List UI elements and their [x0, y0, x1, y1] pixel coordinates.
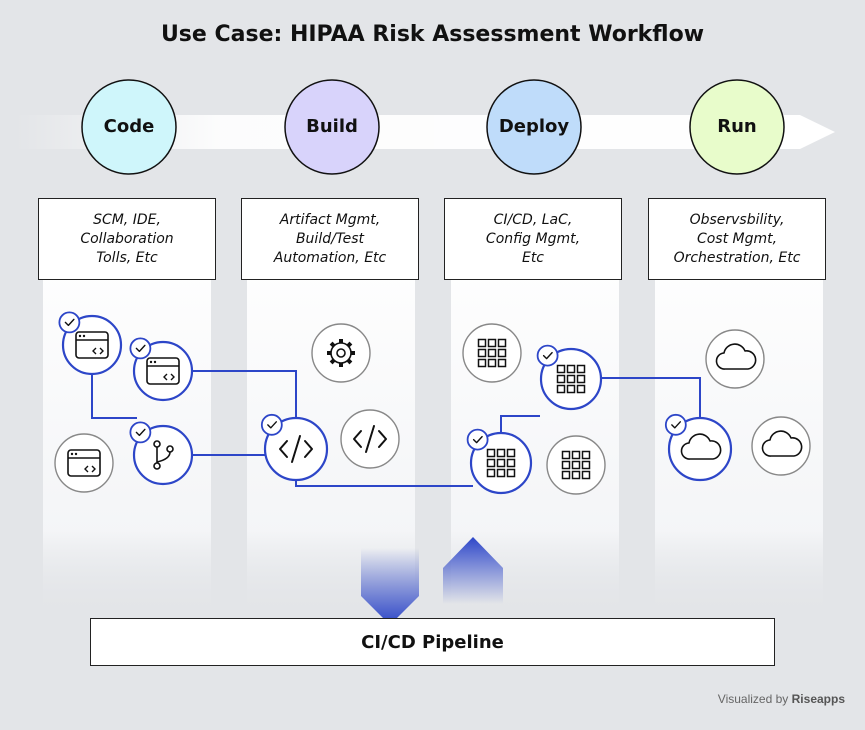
icon-node-circle: [705, 329, 765, 389]
stage-label-deploy: Deploy: [498, 116, 570, 137]
code-window-icon: [54, 433, 114, 493]
description-line: Automation, Etc: [273, 249, 387, 266]
description-line: Artifact Mgmt,: [279, 211, 381, 228]
code-window-icon: [58, 311, 123, 376]
icon-node-circle: [61, 314, 123, 376]
cloud-icon: [664, 413, 733, 482]
grid-icon: [462, 323, 522, 383]
check-badge-icon: [58, 311, 81, 334]
git-branch-icon: [129, 421, 194, 486]
stage-circle-code: [81, 79, 177, 175]
stage-circle-build: [284, 79, 380, 175]
code-window-icon: [129, 337, 194, 402]
code-brackets-icon: [340, 409, 400, 469]
connector-line: [192, 370, 297, 418]
footer-prefix: Visualized by: [717, 692, 789, 706]
stage-label-run: Run: [717, 116, 757, 137]
icon-node-circle: [132, 340, 194, 402]
icon-node-circle: [539, 347, 603, 411]
description-line: Collaboration: [80, 230, 174, 247]
page-title: Use Case: HIPAA Risk Assessment Workflow: [160, 22, 705, 47]
stage-circle-run: [689, 79, 785, 175]
icon-node-circle: [132, 424, 194, 486]
description-line: Orchestration, Etc: [673, 249, 801, 266]
flow-connectors: [91, 370, 701, 487]
icon-node-circle: [667, 416, 733, 482]
description-line: Observsbility,: [689, 211, 785, 228]
description-line: Config Mgmt,: [485, 230, 581, 247]
check-badge-icon: [466, 428, 489, 451]
stage-description-build: Artifact Mgmt, Build/Test Automation, Et…: [241, 198, 419, 280]
description-line: Build/Test: [295, 230, 365, 247]
icon-node-circle: [462, 323, 522, 383]
stage-description-run: Observsbility, Cost Mgmt, Orchestration,…: [648, 198, 826, 280]
check-badge-icon: [664, 413, 687, 436]
check-badge-icon: [260, 413, 283, 436]
cloud-icon: [705, 329, 765, 389]
connector-line: [500, 415, 540, 436]
check-badge-icon: [536, 344, 559, 367]
icon-node-circle: [469, 431, 533, 495]
code-brackets-icon: [260, 413, 329, 482]
pipeline-up-arrow: [443, 537, 503, 604]
stage-circle-deploy: [486, 79, 582, 175]
progress-arrow: [15, 115, 835, 149]
connector-line: [601, 377, 701, 420]
stage-label-code: Code: [103, 116, 155, 137]
grid-icon: [546, 435, 606, 495]
footer-credit: Visualized by Riseapps: [718, 692, 845, 706]
description-line: SCM, IDE,: [93, 211, 161, 228]
icon-nodes: [54, 311, 811, 495]
gear-icon: [311, 323, 371, 383]
description-line: Tolls, Etc: [96, 249, 158, 266]
check-badge-icon: [129, 421, 152, 444]
pipeline-down-arrow: [361, 548, 419, 625]
cicd-pipeline-box: CI/CD Pipeline: [90, 618, 775, 666]
description-line: Cost Mgmt,: [696, 230, 778, 247]
pipeline-label: CI/CD Pipeline: [361, 631, 504, 653]
footer-brand: Riseapps: [791, 692, 845, 706]
grid-icon: [536, 344, 603, 411]
icon-node-circle: [751, 416, 811, 476]
stage-label-build: Build: [306, 116, 358, 137]
connector-line: [295, 480, 473, 487]
stage-description-deploy: CI/CD, LaC, Config Mgmt, Etc: [444, 198, 622, 280]
cloud-icon: [751, 416, 811, 476]
icon-node-circle: [54, 433, 114, 493]
description-line: CI/CD, LaC,: [493, 211, 573, 228]
connector-line: [91, 374, 137, 419]
stage-description-code: SCM, IDE, Collaboration Tolls, Etc: [38, 198, 216, 280]
grid-icon: [466, 428, 533, 495]
check-badge-icon: [129, 337, 152, 360]
description-line: Etc: [521, 249, 545, 266]
icon-node-circle: [546, 435, 606, 495]
